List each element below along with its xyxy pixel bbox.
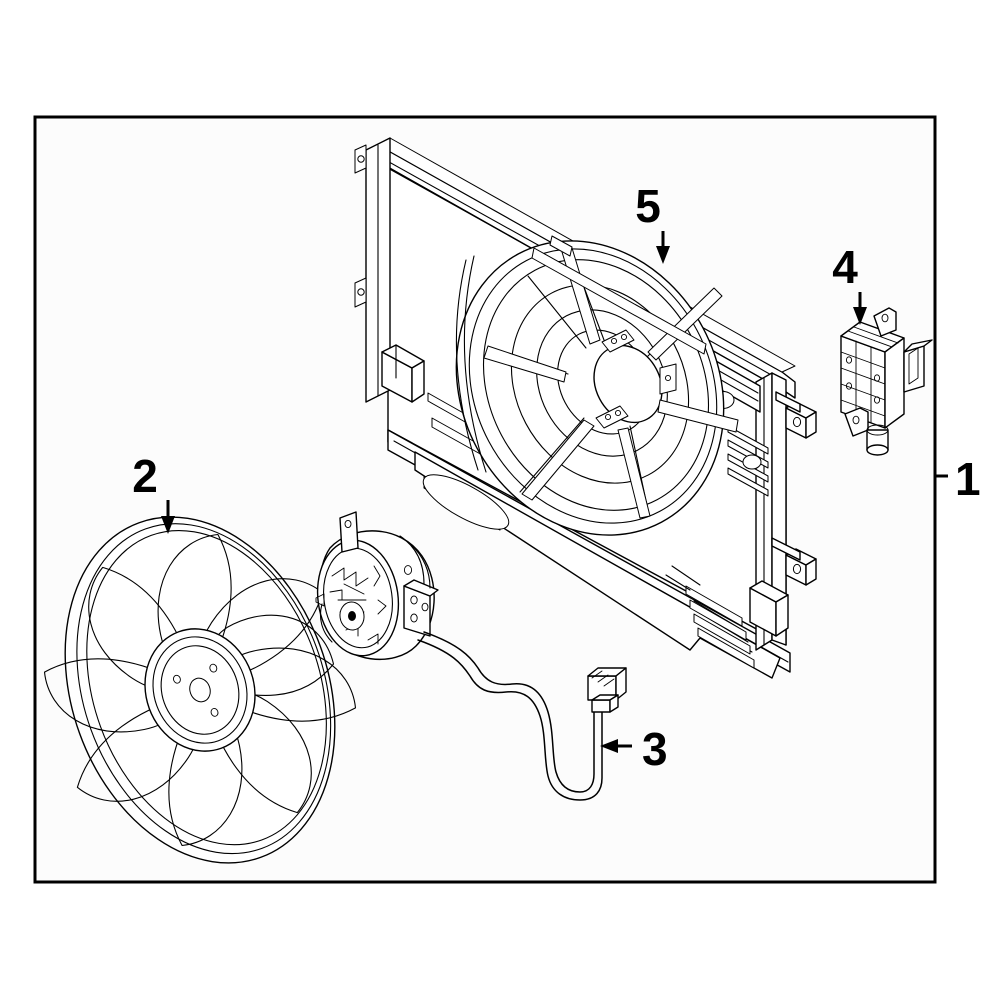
shroud-fan-opening bbox=[455, 235, 739, 536]
harness-connector bbox=[587, 667, 627, 713]
callout-4-leader bbox=[853, 292, 867, 325]
callout-leaders bbox=[161, 231, 948, 753]
callout-label-5: 5 bbox=[635, 180, 661, 232]
callout-label-3: 3 bbox=[642, 723, 668, 775]
part-fan-motor bbox=[315, 511, 439, 660]
fan-hub bbox=[144, 628, 256, 752]
callout-label-2: 2 bbox=[132, 450, 158, 502]
callout-3-leader bbox=[600, 739, 632, 753]
part-fan-shroud bbox=[354, 137, 817, 679]
callout-label-1: 1 bbox=[955, 453, 981, 505]
callout-5-leader bbox=[656, 231, 670, 264]
callout-label-4: 4 bbox=[832, 241, 858, 293]
callout-2-leader bbox=[161, 500, 175, 534]
part-fan-blade bbox=[43, 516, 357, 864]
part-control-module bbox=[840, 307, 933, 456]
part-wire-harness bbox=[417, 631, 627, 801]
